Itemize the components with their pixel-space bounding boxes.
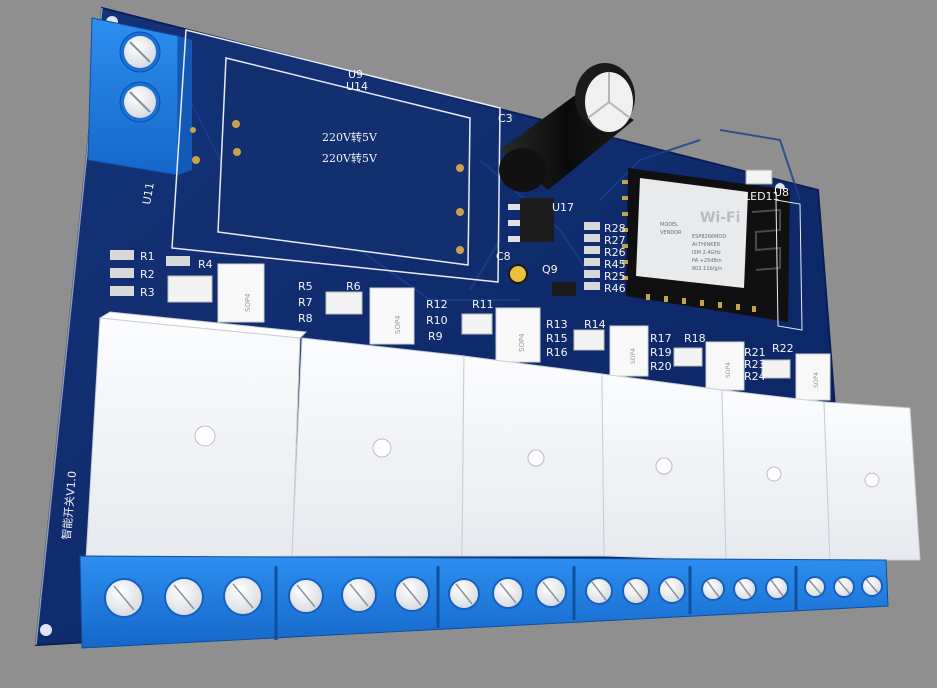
wifi-logo: Wi-Fi bbox=[700, 210, 740, 226]
designator-r28: R28 bbox=[604, 222, 626, 235]
opto-label-1: SOP4 bbox=[244, 293, 252, 312]
power-terminal-block bbox=[87, 17, 192, 176]
designator-r46: R46 bbox=[604, 282, 626, 295]
designator-r12: R12 bbox=[426, 298, 448, 311]
designator-r7: R7 bbox=[298, 296, 313, 309]
designator-c8: C8 bbox=[496, 250, 511, 263]
led-11 bbox=[745, 169, 773, 185]
designator-u14: U14 bbox=[346, 80, 368, 93]
designator-r6: R6 bbox=[346, 280, 361, 293]
screw-slots bbox=[113, 578, 879, 611]
resistor-group-left bbox=[110, 250, 190, 296]
regulator-u17 bbox=[508, 198, 554, 242]
designator-r17: R17 bbox=[650, 332, 672, 345]
opto-label-4: SOP4 bbox=[630, 348, 637, 364]
designator-u11: U11 bbox=[140, 182, 157, 206]
designator-u17: U17 bbox=[552, 201, 574, 214]
designator-u8: U8 bbox=[774, 186, 789, 199]
designator-r5: R5 bbox=[298, 280, 313, 293]
designator-r27: R27 bbox=[604, 234, 626, 247]
designator-r22: R22 bbox=[772, 342, 794, 355]
power-module-outline bbox=[171, 29, 501, 283]
designator-r18: R18 bbox=[684, 332, 706, 345]
mount-hole bbox=[40, 624, 52, 636]
designator-r8: R8 bbox=[298, 312, 313, 325]
designator-r15: R15 bbox=[546, 332, 568, 345]
designator-r2: R2 bbox=[140, 268, 155, 281]
designator-led11: LED11 bbox=[744, 190, 780, 203]
transistor-q9 bbox=[552, 282, 576, 296]
wifi-line-3: AI-THINKER bbox=[692, 242, 721, 248]
designator-r3: R3 bbox=[140, 286, 155, 299]
designator-r20: R20 bbox=[650, 360, 672, 373]
designator-r1: R1 bbox=[140, 250, 155, 263]
designator-r21: R21 bbox=[744, 346, 766, 359]
wifi-line-2: ESP8266MOD bbox=[692, 234, 726, 240]
wifi-line-4: ISM 2.4GHz bbox=[692, 250, 721, 256]
designator-c3: C3 bbox=[498, 112, 513, 125]
designator-u9: U9 bbox=[348, 68, 363, 81]
designator-r24: R24 bbox=[744, 370, 766, 383]
designator-r26: R26 bbox=[604, 246, 626, 259]
power-module bbox=[217, 57, 471, 266]
relay-holes bbox=[194, 425, 880, 488]
designator-r16: R16 bbox=[546, 346, 568, 359]
designator-r25: R25 bbox=[604, 270, 626, 283]
designator-r10: R10 bbox=[426, 314, 448, 327]
opto-label-2: SOP4 bbox=[394, 315, 402, 334]
u8-outline bbox=[775, 199, 803, 331]
designator-r13: R13 bbox=[546, 318, 568, 331]
designator-r11: R11 bbox=[472, 298, 494, 311]
designator-r14: R14 bbox=[584, 318, 606, 331]
designator-r4: R4 bbox=[198, 258, 213, 271]
designator-r23: R23 bbox=[744, 358, 766, 371]
designator-r45: R45 bbox=[604, 258, 626, 271]
wifi-module bbox=[622, 168, 790, 322]
wifi-line-6: 802.11b/g/n bbox=[692, 266, 722, 272]
designator-r19: R19 bbox=[650, 346, 672, 359]
opto-label-5: SOP4 bbox=[725, 362, 732, 378]
module-text-1: 220V转5V bbox=[322, 130, 378, 144]
capacitor-c3 bbox=[499, 63, 635, 192]
terminal-blocks-bottom bbox=[79, 555, 889, 649]
wifi-line-0: MODEL bbox=[660, 222, 678, 228]
resistor-column bbox=[584, 222, 600, 290]
board-title: 智能开关V1.0 bbox=[59, 470, 79, 540]
module-text-2: 220V转5V bbox=[322, 151, 378, 165]
module-pins bbox=[190, 120, 464, 254]
wifi-line-1: VENDOR bbox=[660, 230, 682, 236]
designator-r9: R9 bbox=[428, 330, 443, 343]
opto-label-6: SOP4 bbox=[813, 372, 820, 388]
wifi-line-5: PA +25dBm bbox=[692, 258, 722, 264]
channel-components bbox=[167, 263, 831, 401]
relay-1 bbox=[85, 317, 301, 561]
capacitor-c8 bbox=[508, 264, 528, 284]
designator-q9: Q9 bbox=[542, 263, 558, 276]
opto-label-3: SOP4 bbox=[518, 333, 526, 352]
